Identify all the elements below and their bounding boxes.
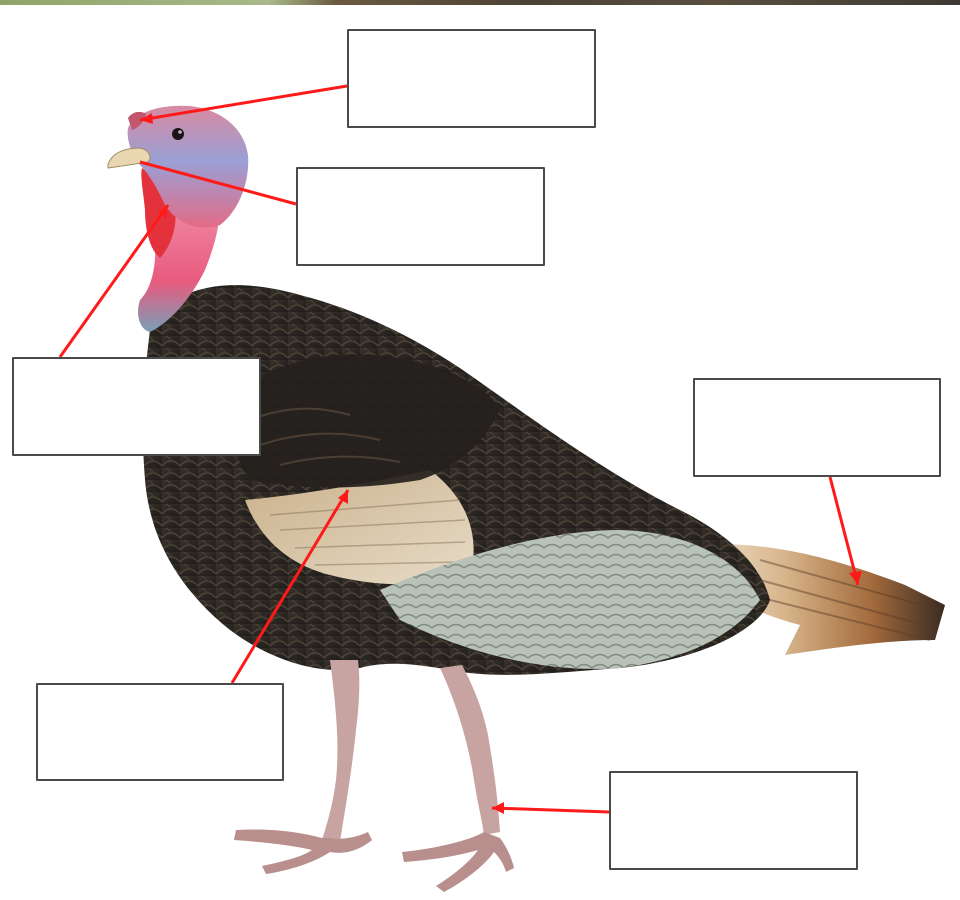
turkey-foot-left <box>234 829 372 874</box>
pointer-feet <box>492 808 609 812</box>
turkey-foot-right <box>402 832 514 892</box>
pointer-snood <box>140 86 347 120</box>
turkey-leg-left <box>322 660 359 842</box>
label-box-snood[interactable] <box>347 29 596 128</box>
turkey-leg-right <box>440 665 500 835</box>
label-box-feet[interactable] <box>609 771 858 870</box>
turkey-eye <box>172 128 184 140</box>
label-box-wing[interactable] <box>36 683 284 781</box>
label-box-wattle[interactable] <box>12 357 261 456</box>
label-box-tail[interactable] <box>693 378 941 477</box>
label-box-beak[interactable] <box>296 167 545 266</box>
